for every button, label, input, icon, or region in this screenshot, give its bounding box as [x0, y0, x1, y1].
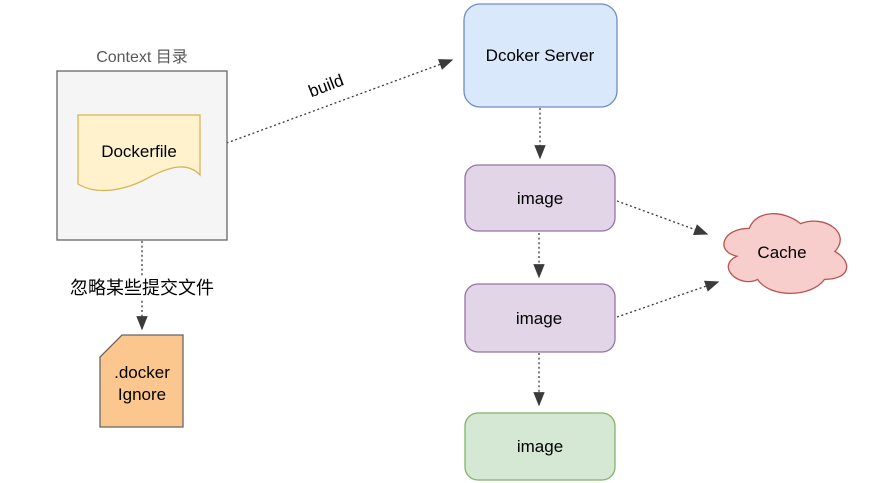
- image-middle-to-cache-arrow: [616, 280, 720, 318]
- dockerfile-label: Dockerfile: [101, 142, 177, 161]
- docker-server-node: [463, 3, 618, 108]
- dockerignore-note-shape: [99, 334, 184, 428]
- context-directory-label: Context 目录: [96, 48, 188, 66]
- image-node-final: [464, 412, 616, 481]
- image-node-top: [464, 164, 616, 232]
- docker-server-label: Dcoker Server: [486, 46, 595, 65]
- cache-cloud-node: [723, 213, 848, 294]
- image-node-middle: [464, 283, 616, 353]
- dockerignore-label-line1: .docker: [114, 363, 170, 382]
- dockerignore-label-line2: Ignore: [118, 385, 166, 404]
- dockerfile-document-shape: [77, 114, 201, 192]
- image-node-final-label: image: [517, 437, 563, 456]
- build-arrow-label: build: [306, 71, 346, 102]
- ignore-files-label-bg: [59, 276, 226, 299]
- cache-label: Cache: [757, 243, 806, 262]
- ignore-files-arrow-label: 忽略某些提交文件: [70, 278, 214, 298]
- image-node-top-label: image: [517, 189, 563, 208]
- image-node-middle-label: image: [516, 309, 562, 328]
- image-top-to-cache-arrow: [616, 200, 709, 235]
- build-arrow: [204, 59, 454, 152]
